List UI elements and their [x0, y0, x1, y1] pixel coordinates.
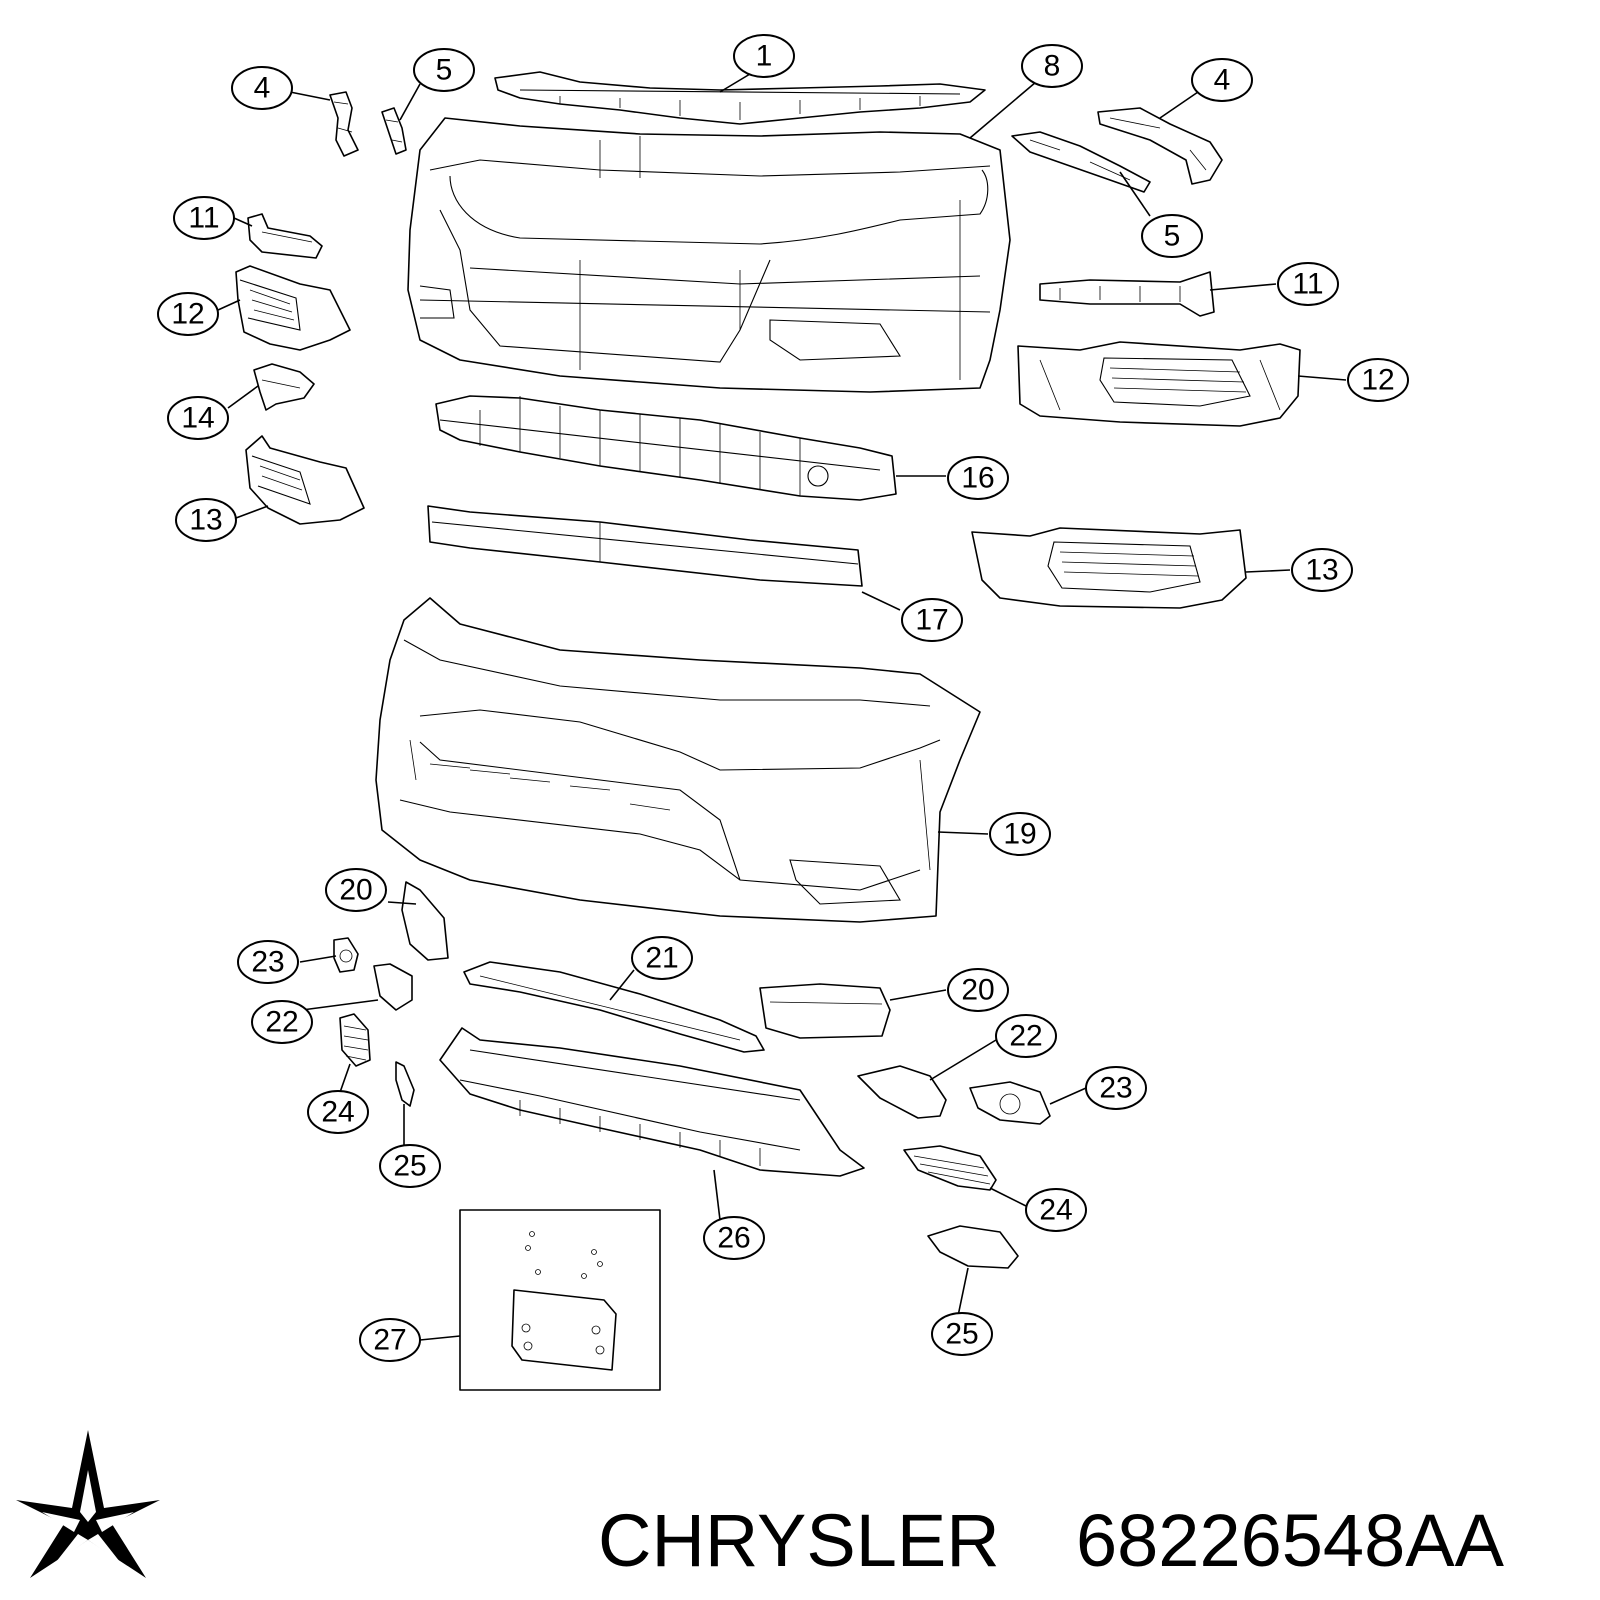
- callout-24-right: 24: [1025, 1188, 1087, 1232]
- part-1-upper-bracket: [494, 71, 986, 125]
- part-27-screws: [525, 1231, 603, 1279]
- callout-label: 13: [189, 504, 222, 537]
- callout-label: 27: [373, 1324, 406, 1357]
- callout-20-right: 20: [947, 968, 1009, 1012]
- part-23-left-bezel: [333, 937, 359, 973]
- part-14-bracket: [253, 363, 315, 411]
- callout-17: 17: [901, 598, 963, 642]
- callout-23-left: 23: [237, 940, 299, 984]
- callout-label: 17: [915, 604, 948, 637]
- callout-13-left: 13: [175, 498, 237, 542]
- part-13-right-housing: [971, 527, 1247, 609]
- leader-lines: [217, 73, 1347, 1341]
- callout-label: 24: [321, 1096, 354, 1129]
- callout-label: 20: [339, 874, 372, 907]
- callout-label: 11: [1292, 268, 1323, 301]
- callout-label: 19: [1003, 818, 1036, 851]
- part-22-right-bezel: [857, 1065, 947, 1119]
- callout-label: 1: [756, 40, 773, 73]
- callout-label: 5: [436, 54, 453, 87]
- callout-12-left: 12: [157, 292, 219, 336]
- callout-12-right: 12: [1347, 358, 1409, 402]
- callout-1: 1: [733, 34, 795, 78]
- part-22-left-bezel: [373, 963, 413, 1011]
- callout-label: 25: [393, 1150, 426, 1183]
- callout-25-right: 25: [931, 1312, 993, 1356]
- callout-25-left: 25: [379, 1144, 441, 1188]
- part-4-right-bracket: [1097, 107, 1223, 185]
- part-24-left-grille: [339, 1013, 371, 1067]
- callout-24-left: 24: [307, 1090, 369, 1134]
- pentastar-icon: [16, 1430, 160, 1578]
- part-number: 68226548AA: [1076, 1499, 1505, 1582]
- callout-14: 14: [167, 396, 229, 440]
- callout-16: 16: [947, 456, 1009, 500]
- part-11-left-bracket: [247, 213, 323, 259]
- callout-label: 13: [1305, 554, 1338, 587]
- part-11-right-bracket: [1039, 271, 1215, 317]
- callout-22-left: 22: [251, 1000, 313, 1044]
- part-23-right-bezel: [969, 1081, 1051, 1125]
- callout-4-right: 4: [1191, 58, 1253, 102]
- callout-label: 22: [265, 1006, 298, 1039]
- part-12-left-housing: [235, 265, 351, 351]
- brand-name: CHRYSLER: [598, 1499, 1000, 1582]
- part-19-front-fascia: [375, 597, 981, 923]
- callouts: 1 4 5 8 4 5 11 11 12 12 14 16 13 13 17 1…: [157, 34, 1409, 1362]
- callout-5-right: 5: [1141, 214, 1203, 258]
- part-20-left-cover: [401, 881, 449, 961]
- callout-label: 5: [1164, 220, 1181, 253]
- part-20-right-cover: [759, 983, 891, 1039]
- part-4-left-bracket: [329, 91, 359, 157]
- callout-19: 19: [989, 812, 1051, 856]
- callout-label: 21: [645, 942, 678, 975]
- part-13-left-housing: [245, 435, 365, 525]
- callout-label: 12: [171, 298, 204, 331]
- callout-13-right: 13: [1291, 548, 1353, 592]
- part-25-right-cap: [927, 1225, 1019, 1269]
- part-25-left-cap: [395, 1061, 415, 1107]
- callout-21: 21: [631, 936, 693, 980]
- part-5-left-bracket: [381, 107, 407, 155]
- callout-11-right: 11: [1277, 262, 1339, 306]
- part-21-lip-trim: [463, 961, 765, 1053]
- callout-label: 24: [1039, 1194, 1072, 1227]
- callout-label: 20: [961, 974, 994, 1007]
- callout-8: 8: [1021, 44, 1083, 88]
- callout-label: 4: [1214, 64, 1231, 97]
- part-26-air-dam: [439, 1027, 865, 1177]
- callout-label: 25: [945, 1318, 978, 1351]
- callout-label: 23: [1099, 1072, 1132, 1105]
- part-27-license-bracket-box: [459, 1209, 661, 1391]
- callout-label: 16: [961, 462, 994, 495]
- callout-label: 26: [717, 1222, 750, 1255]
- callout-label: 23: [251, 946, 284, 979]
- callout-label: 12: [1361, 364, 1394, 397]
- part-17-reinforcement-beam: [427, 505, 863, 587]
- callout-22-right: 22: [995, 1014, 1057, 1058]
- callout-label: 22: [1009, 1020, 1042, 1053]
- callout-4-left: 4: [231, 66, 293, 110]
- callout-5-left: 5: [413, 48, 475, 92]
- callout-11-left: 11: [173, 196, 235, 240]
- callout-27: 27: [359, 1318, 421, 1362]
- part-12-right-housing: [1017, 341, 1301, 427]
- callout-label: 14: [181, 402, 214, 435]
- callout-label: 11: [188, 202, 219, 235]
- part-16-energy-absorber: [435, 395, 897, 501]
- part-5-right-bracket: [1011, 131, 1151, 193]
- callout-label: 4: [254, 72, 271, 105]
- callout-20-left: 20: [325, 868, 387, 912]
- part-8-upper-fascia: [407, 117, 1011, 393]
- callout-26: 26: [703, 1216, 765, 1260]
- part-24-right-grille: [903, 1145, 997, 1191]
- callout-label: 8: [1044, 50, 1061, 83]
- callout-23-right: 23: [1085, 1066, 1147, 1110]
